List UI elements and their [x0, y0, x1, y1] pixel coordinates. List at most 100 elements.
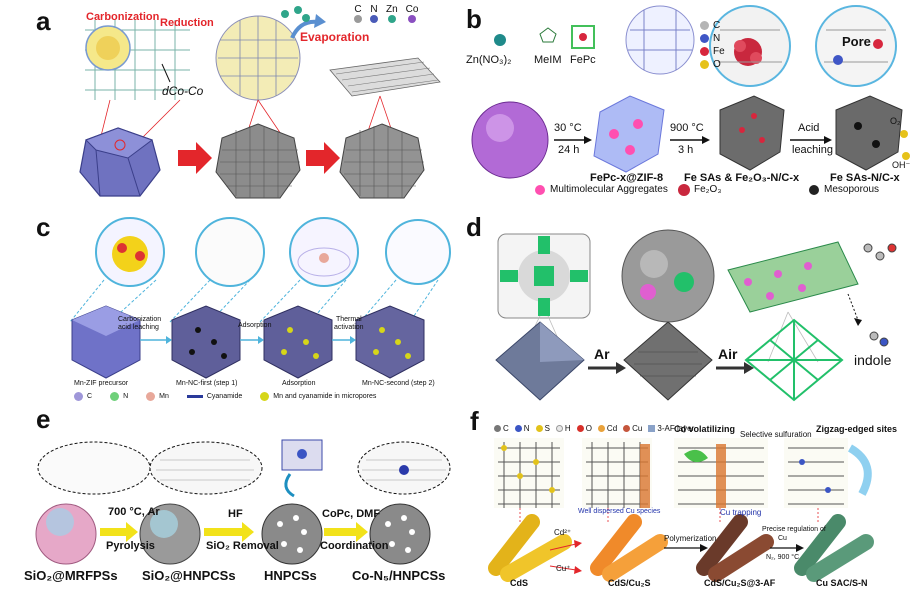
- c-cube-2: [171, 305, 241, 379]
- b-key-2: Fe₂O₃: [694, 184, 722, 195]
- e-step1-bottom: Pyrolysis: [106, 540, 155, 552]
- f-legend-s-dot: [535, 425, 543, 432]
- a-legend-co-dot: [408, 15, 417, 23]
- a-lattice-1: [85, 20, 190, 100]
- panel-f-artwork: [488, 438, 874, 582]
- b-reagent-fepc: FePc: [570, 54, 596, 66]
- f-legend-s: S: [535, 424, 550, 433]
- panel-d: d: [458, 212, 919, 402]
- f-cu-label: Cu⁺: [556, 564, 571, 573]
- f-legend-cu-dot: [623, 425, 631, 432]
- c-caption-4: Mn-NC-second (step 2): [362, 380, 435, 387]
- c-step1-text: Carbonization: [118, 316, 162, 323]
- panel-e-artwork: [35, 439, 451, 565]
- e-sphere-4: [369, 503, 431, 565]
- f-legend-h: H: [555, 424, 571, 433]
- c-legend-c-dot: [74, 392, 83, 401]
- a-legend-zn: Zn: [386, 4, 398, 23]
- c-legend-mn-cyanamide-dot: [260, 392, 270, 401]
- f-legend-n: N: [514, 424, 530, 433]
- panel-e-label: e: [36, 404, 51, 434]
- b-legend-c: C: [700, 20, 725, 31]
- c-zoom-3: [289, 217, 359, 287]
- f-rods-3: [696, 514, 774, 582]
- f-legend-o: O: [576, 424, 592, 433]
- d-cluster: [621, 229, 715, 323]
- e-step2-top: HF: [228, 508, 243, 520]
- d-sheet: [727, 241, 859, 313]
- e-copc-molecule: [281, 439, 323, 471]
- e-step2-bottom: SiO₂ Removal: [206, 540, 279, 552]
- panel-a-label: a: [36, 6, 51, 36]
- f-caption-1: CdS: [510, 578, 528, 588]
- b-reagent-meim: MeIM: [534, 54, 562, 66]
- b-fepc-zif8-crystal: [593, 95, 665, 173]
- b-legend-fe-dot: [700, 47, 709, 56]
- f-cd2-label: Cd²⁺: [554, 528, 572, 537]
- d-cage: [497, 233, 591, 319]
- f-caption-4: Cu SAC/S-N: [816, 578, 868, 588]
- a-legend-zn-dot: [387, 15, 396, 23]
- panel-b: b: [458, 0, 919, 210]
- b-legend-o-dot: [700, 60, 709, 69]
- f-legend-h-dot: [555, 425, 563, 432]
- f-legend-n-dot: [514, 425, 522, 432]
- a-lattice-2: [215, 15, 301, 101]
- b-reagent-zn: Zn(NO₃)₂: [466, 54, 512, 66]
- b-zif8-sphere: [471, 101, 549, 179]
- a-dodecahedron-1: [79, 127, 161, 197]
- f-legend-cd: Cd: [597, 424, 617, 433]
- panel-b-label: b: [466, 4, 482, 34]
- a-legend-co: Co: [406, 4, 418, 23]
- b-pore-label: Pore: [842, 34, 871, 49]
- c-legend-mn: Mn: [146, 392, 169, 401]
- f-lattice-1: [494, 438, 564, 508]
- f-lattice-2: [582, 438, 652, 508]
- c-step2-text: Adsorption: [238, 322, 272, 329]
- f-cd-volatilizing: Cd volatilizing: [674, 424, 736, 434]
- panel-c-label: c: [36, 212, 51, 242]
- f-lattice-3: [674, 438, 768, 508]
- b-o2-label: O₂: [890, 116, 901, 126]
- c-legend-c: C: [74, 392, 92, 401]
- e-product-4: Co-N₅/HNPCSs: [352, 568, 446, 583]
- panel-e: e 700 °: [0, 404, 452, 590]
- f-polymerization: Polymerization: [664, 534, 717, 543]
- b-legend-n-dot: [700, 34, 709, 43]
- a-arrow-2: [306, 142, 340, 174]
- f-conditions: N₂, 900 °C: [766, 554, 800, 561]
- f-zigzag: Zigzag-edged sites: [816, 424, 898, 434]
- panel-d-artwork: [495, 229, 897, 402]
- d-octahedron-3: [744, 318, 844, 402]
- f-legend-c-dot: [494, 425, 501, 432]
- b-carbon-polyhedron-2: [835, 95, 903, 171]
- a-reduction-text: Reduction: [160, 17, 214, 29]
- c-step3b-text: activation: [334, 324, 364, 331]
- b-legend: C N Fe O: [700, 20, 725, 70]
- f-legend-3af: 3-AF layer: [648, 424, 694, 433]
- d-octahedron-1: [495, 321, 585, 401]
- b-key-3: Mesoporous: [824, 184, 880, 195]
- f-legend-cd-dot: [597, 425, 605, 432]
- a-evaporation-text: Evaporation: [300, 30, 370, 44]
- f-caption-2: CdS/Cu₂S: [608, 578, 651, 588]
- f-legend: C N S H O Cd Cu 3-AF layer: [494, 424, 694, 433]
- b-step2-bottom: 3 h: [678, 144, 694, 156]
- f-well-dispersed: Well dispersed Cu species: [578, 508, 661, 515]
- c-legend-n-dot: [110, 392, 120, 401]
- f-legend-3af-swatch: [648, 425, 656, 432]
- a-dodecahedron-2: [215, 123, 301, 199]
- c-cube-3: [263, 305, 333, 379]
- panel-b-artwork: [471, 5, 910, 196]
- a-distance-text: dCo-Co: [162, 84, 204, 98]
- c-step3-text: Thermal: [336, 316, 362, 323]
- b-legend-o: O: [700, 59, 725, 70]
- e-step1-top: 700 °C, Ar: [108, 506, 160, 518]
- e-product-1: SiO₂@MRFPSs: [24, 568, 118, 583]
- b-step1-bottom: 24 h: [558, 144, 580, 156]
- b-legend-n: N: [700, 33, 725, 44]
- f-lattice-4: [784, 438, 872, 508]
- a-legend-n-dot: [370, 15, 378, 23]
- a-legend-n: N: [370, 4, 378, 23]
- f-legend-cu: Cu: [623, 424, 642, 433]
